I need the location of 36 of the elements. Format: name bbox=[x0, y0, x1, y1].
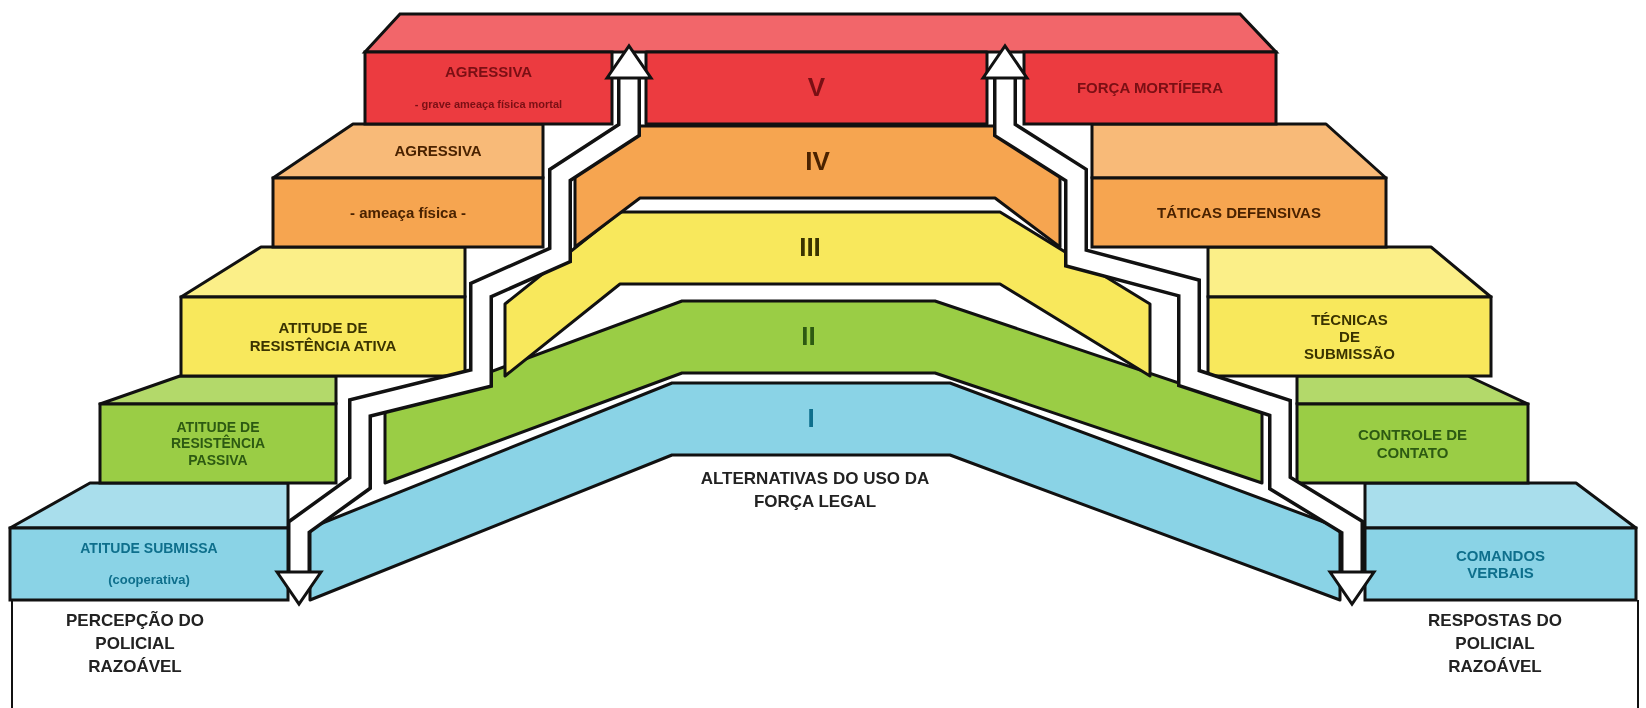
step-label: TÉCNICAS DE SUBMISSÃO bbox=[1303, 309, 1396, 365]
step-label: ATITUDE DE RESISTÊNCIA ATIVA bbox=[248, 318, 398, 356]
stair-step bbox=[1092, 124, 1386, 247]
stair-step bbox=[10, 483, 288, 600]
force-level-band bbox=[646, 52, 987, 124]
stair-step bbox=[100, 376, 336, 483]
step-label: (cooperativa) bbox=[107, 570, 191, 589]
force-level-band bbox=[505, 212, 1150, 376]
step-label: TÁTICAS DEFENSIVAS bbox=[1156, 202, 1322, 223]
stair-step bbox=[365, 52, 612, 124]
step-label: FORÇA MORTÍFERA bbox=[1075, 78, 1225, 99]
stair-step bbox=[181, 247, 465, 376]
side-label: RESPOSTAS DO POLICIAL RAZOÁVEL bbox=[1427, 610, 1563, 678]
stair-step bbox=[1024, 52, 1276, 124]
center-label: ALTERNATIVAS DO USO DA FORÇA LEGAL bbox=[700, 468, 930, 513]
step-label: - grave ameaça física mortal bbox=[413, 96, 564, 112]
step-label: AGRESSIVA bbox=[393, 141, 483, 162]
level-numeral: III bbox=[798, 231, 822, 265]
side-label: PERCEPÇÃO DO POLICIAL RAZOÁVEL bbox=[65, 610, 205, 678]
stair-step bbox=[1208, 247, 1491, 376]
step-label: - ameaça física - bbox=[349, 202, 467, 223]
arrow bbox=[980, 43, 1377, 607]
stair-step bbox=[1365, 483, 1636, 600]
arrow bbox=[274, 43, 654, 607]
step-label: ATITUDE DE RESISTÊNCIA PASSIVA bbox=[169, 418, 267, 470]
level-numeral: II bbox=[800, 320, 817, 354]
step-label: CONTROLE DE CONTATO bbox=[1356, 425, 1469, 463]
step-label: AGRESSIVA bbox=[443, 62, 534, 83]
level-numeral: IV bbox=[804, 145, 831, 179]
force-level-band bbox=[310, 383, 1340, 600]
level-numeral: V bbox=[806, 71, 827, 105]
level-numeral: I bbox=[806, 402, 816, 436]
step-label: ATITUDE SUBMISSA bbox=[79, 538, 219, 558]
stair-step bbox=[273, 124, 543, 247]
step-label: COMANDOS VERBAIS bbox=[1454, 545, 1547, 583]
stair-step bbox=[1297, 376, 1528, 483]
